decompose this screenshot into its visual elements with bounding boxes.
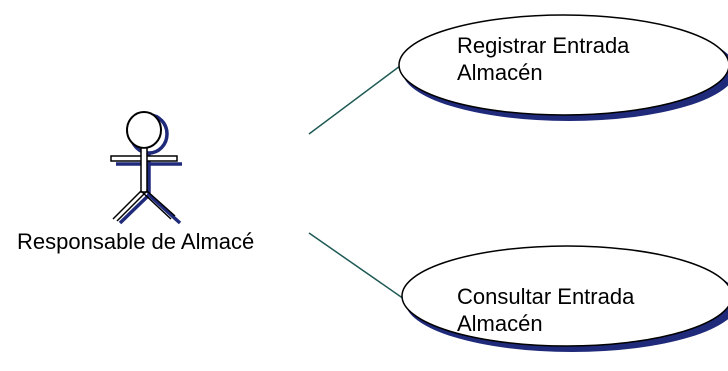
actor-name: Responsable de Almacé bbox=[17, 229, 255, 254]
use-case-label-line1: Registrar Entrada bbox=[457, 33, 630, 58]
actor-figure bbox=[110, 111, 178, 222]
use-case-consultar-entrada bbox=[401, 245, 728, 352]
use-case-label-registrar: Registrar Entrada Almacén bbox=[457, 32, 697, 86]
use-case-ellipse bbox=[398, 14, 728, 116]
use-case-label-line1: Consultar Entrada bbox=[457, 284, 635, 309]
actor-icon bbox=[110, 111, 182, 225]
use-case-label-line2: Almacén bbox=[457, 60, 543, 85]
use-case-label-consultar: Consultar Entrada Almacén bbox=[457, 283, 697, 337]
use-case-ellipse bbox=[401, 245, 728, 347]
association-line-registrar bbox=[308, 65, 401, 135]
association-line-consultar bbox=[308, 232, 405, 300]
use-case-registrar-entrada bbox=[398, 14, 728, 121]
use-case-label-line2: Almacén bbox=[457, 311, 543, 336]
